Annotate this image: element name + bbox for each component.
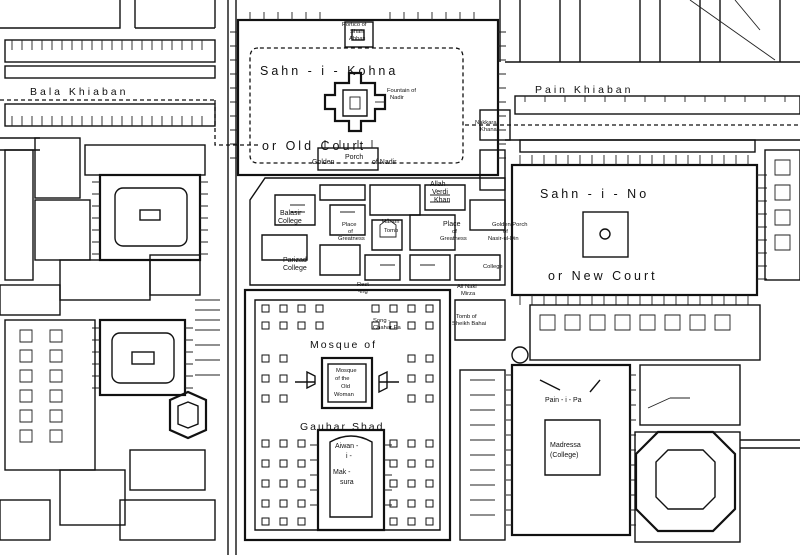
label-portico-2: Shah — [350, 29, 364, 35]
label-old-woman-1: Mosque — [336, 368, 357, 374]
label-old-woman-2: of the — [335, 376, 350, 382]
new-court — [465, 95, 800, 305]
label-pain-khiaban: Pain Khiaban — [535, 84, 633, 96]
label-balasir-1: Balasir — [280, 210, 302, 217]
label-allah-3: Khan — [434, 197, 450, 204]
label-ali-naki-1: Ali Naki — [457, 284, 477, 290]
label-golden-porch-1: Golden Porch — [492, 222, 527, 228]
label-college: College — [483, 264, 503, 270]
gauhar-shad-mosque — [243, 288, 452, 542]
mosque-piers — [261, 304, 434, 526]
label-allah-2: Verdi — [432, 189, 448, 196]
label-madressa-1: Madressa — [550, 442, 581, 449]
label-bala-khiaban: Bala Khiaban — [30, 86, 128, 98]
label-fountain-2: Nadir — [390, 95, 404, 101]
label-mosque-of: Mosque of — [310, 339, 377, 351]
label-of-nadir: of Nadir — [372, 159, 397, 166]
label-golden-porch-3: Nasir-ul-Din — [488, 236, 519, 242]
label-old-woman-4: Woman — [334, 392, 354, 398]
label-song-2: Chahar Pa — [373, 325, 401, 331]
label-sahn-no: Sahn - i - No — [540, 187, 649, 201]
bala-khiaban-block — [0, 39, 260, 146]
label-aiwan-2: i - — [346, 453, 353, 460]
label-haram-1: Haram — [382, 219, 400, 225]
left-courts — [0, 137, 220, 541]
label-aiwan-3: Mak - — [333, 469, 351, 476]
label-place-3: Greatness — [338, 236, 365, 242]
label-place-b1: Place — [443, 221, 461, 228]
label-rest-1: Rest — [357, 282, 369, 288]
label-parizad-2: College — [283, 265, 307, 272]
label-golden-porch-2: of — [503, 229, 508, 235]
label-balasir-2: College — [278, 218, 302, 225]
label-aiwan-4: sura — [340, 479, 354, 486]
label-sheikh-2: Sheikh Bahai — [452, 321, 486, 327]
label-porch-of: Porch — [345, 154, 363, 161]
label-nakkara-2: Khana — [480, 127, 498, 133]
label-golden: Golden — [312, 159, 335, 166]
label-sahn-kohna: Sahn - i - Kohna — [260, 64, 398, 78]
label-portico-3: Abbas — [349, 36, 366, 42]
label-place-b2: of — [452, 229, 457, 235]
label-haram-2: Tomb — [384, 228, 398, 234]
label-sheikh-1: Tomb of — [456, 314, 477, 320]
label-new-court: or New Court — [548, 269, 658, 283]
label-nakkara-1: Nakkara — [475, 120, 497, 126]
label-pain-i-pa: Pain - i - Pa — [545, 397, 582, 404]
label-gauhar-shad: Gauhar Shad — [300, 421, 384, 433]
label-ali-naki-2: Mirza — [461, 291, 476, 297]
label-fountain-1: Fountain of — [387, 88, 416, 94]
label-allah-1: Allah — [430, 181, 446, 188]
label-place-1: Place — [342, 222, 357, 228]
shrine-complex — [249, 149, 506, 286]
label-place-2: of — [348, 229, 353, 235]
label-portico-1: Portico of — [342, 22, 367, 28]
label-place-b3: Greatness — [440, 236, 467, 242]
label-rest-2: -ing — [358, 289, 368, 295]
plan-labels: Bala Khiaban Pain Khiaban Sahn - i - Koh… — [30, 22, 658, 486]
label-song-1: Song - — [373, 318, 390, 324]
label-parizad-1: Parizad — [283, 257, 307, 264]
label-aiwan-1: Aiwan - — [335, 443, 359, 450]
label-old-woman-3: Old — [341, 384, 350, 390]
label-madressa-2: (College) — [550, 452, 578, 459]
old-court — [230, 12, 506, 177]
label-old-court: or Old Court — [262, 139, 366, 153]
madressa-block — [454, 299, 761, 543]
